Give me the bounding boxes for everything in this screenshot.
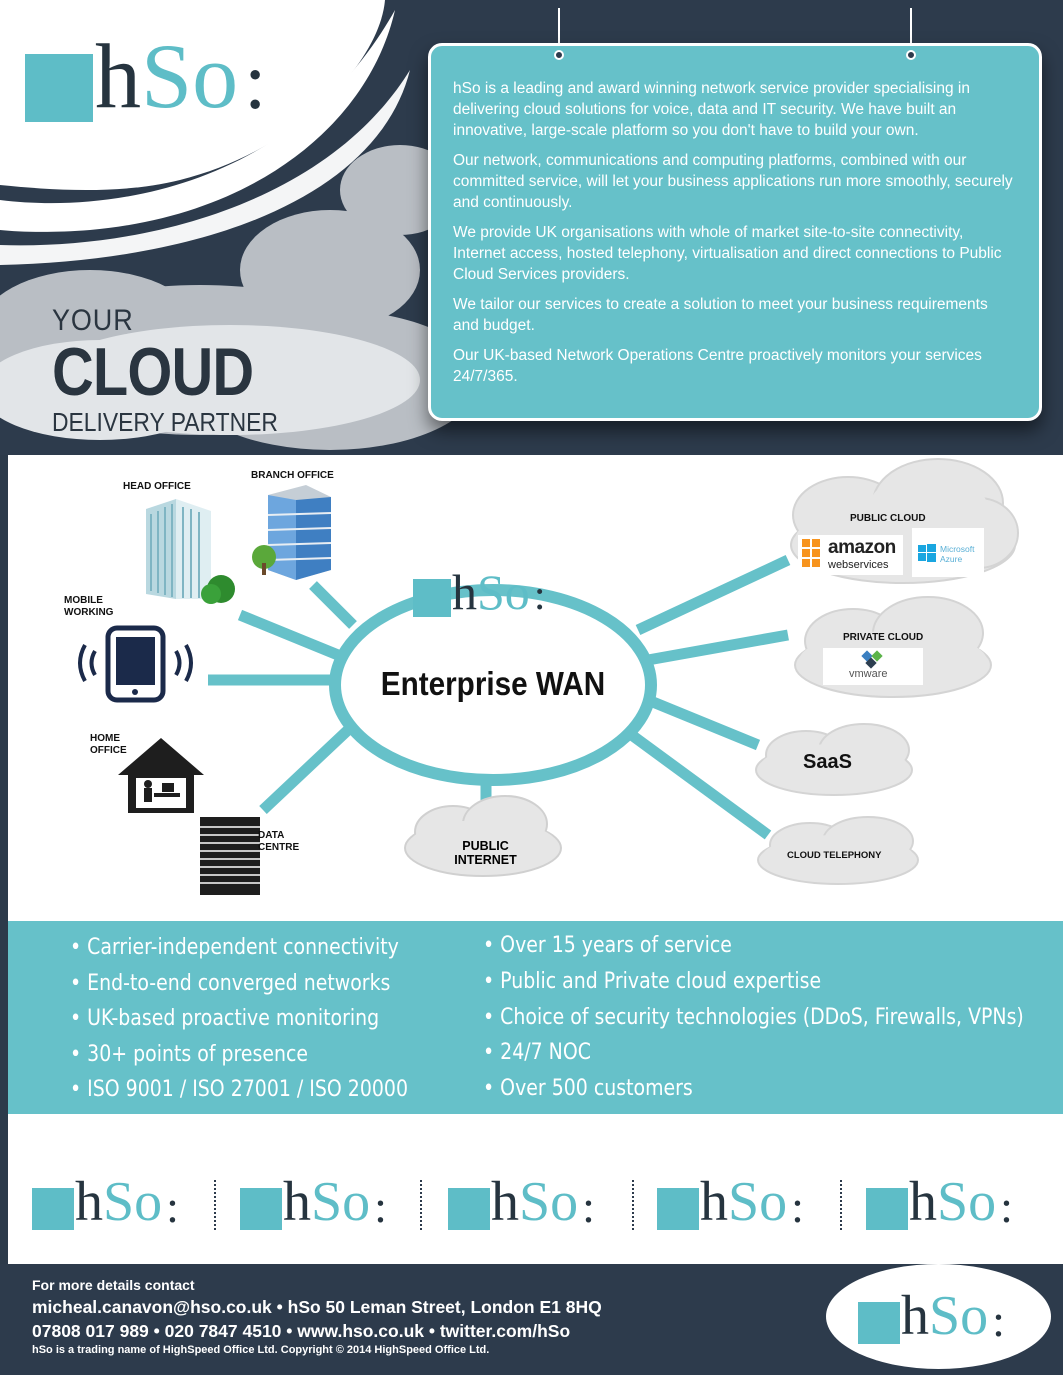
head-office-building-icon — [146, 499, 235, 604]
intro-paragraph: We tailor our services to create a solut… — [453, 296, 988, 334]
features-panel: • Carrier-independent connectivity • End… — [8, 921, 1063, 1114]
vmware-logo: vmware — [823, 648, 923, 685]
feature-item: • UK-based proactive monitoring — [70, 1006, 380, 1031]
private-cloud-label: PRIVATE CLOUD — [843, 632, 924, 643]
cloud-telephony-shape — [757, 816, 919, 885]
feature-item: • ISO 9001 / ISO 27001 / ISO 20000 — [70, 1077, 408, 1102]
hanger-hole-right — [906, 50, 916, 60]
data-centre-server-icon — [200, 817, 260, 895]
footer: For more details contact micheal.canavon… — [0, 1264, 1063, 1375]
footer-heading: For more details contact — [32, 1277, 195, 1293]
mobile-tablet-icon — [78, 625, 193, 703]
saas-cloud-shape — [755, 723, 913, 796]
feature-item: • Over 500 customers — [483, 1076, 693, 1101]
hanger-string-left — [558, 8, 560, 53]
branch-office-label: BRANCH OFFICE — [251, 470, 334, 481]
head-office-label: HEAD OFFICE — [123, 481, 191, 492]
feature-item: • Over 15 years of service — [483, 933, 732, 958]
feature-item: • 24/7 NOC — [483, 1040, 591, 1065]
intro-paragraph: Our network, communications and computin… — [453, 152, 1013, 211]
home-office-house-icon — [118, 738, 204, 813]
intro-card: hSo is a leading and award winning netwo… — [428, 43, 1042, 421]
footer-contact-line[interactable]: 07808 017 989 • 020 7847 4510 • www.hso.… — [32, 1321, 571, 1341]
slogan-line1: YOUR — [52, 304, 134, 337]
swoosh-background — [0, 0, 480, 450]
divider — [214, 1180, 216, 1230]
divider — [840, 1180, 842, 1230]
enterprise-wan-label: Enterprise WAN — [380, 665, 606, 702]
feature-item: • Carrier-independent connectivity — [70, 935, 399, 960]
footer-legal: hSo is a trading name of HighSpeed Offic… — [32, 1344, 490, 1356]
cloud-telephony-label: CLOUD TELEPHONY — [787, 850, 882, 861]
branch-office-building-icon — [252, 485, 332, 580]
feature-item: • Public and Private cloud expertise — [483, 969, 822, 994]
intro-paragraph: We provide UK organisations with whole o… — [453, 224, 1002, 283]
hanger-string-right — [910, 8, 912, 53]
feature-item: • 30+ points of presence — [70, 1042, 309, 1067]
divider — [632, 1180, 634, 1230]
footer-contact-line[interactable]: micheal.canavon@hso.co.uk • hSo 50 Leman… — [32, 1297, 602, 1317]
amazon-web-services-logo: amazon webservices — [798, 535, 903, 575]
divider — [420, 1180, 422, 1230]
intro-paragraph: Our UK-based Network Operations Centre p… — [453, 347, 982, 385]
saas-label: SaaS — [803, 751, 852, 773]
slogan: YOUR CLOUD DELIVERY PARTNER — [52, 304, 309, 438]
connector-lines — [208, 555, 791, 840]
public-internet-cloud — [404, 795, 562, 877]
public-cloud-label: PUBLIC CLOUD — [850, 513, 926, 524]
feature-item: • End-to-end converged networks — [70, 971, 391, 996]
hanger-hole-left — [554, 50, 564, 60]
slogan-line3: DELIVERY PARTNER — [52, 407, 278, 437]
intro-paragraph: hSo is a leading and award winning netwo… — [453, 80, 970, 139]
feature-item: • Choice of security technologies (DDoS,… — [483, 1005, 1024, 1030]
slogan-line2: CLOUD — [52, 334, 254, 410]
